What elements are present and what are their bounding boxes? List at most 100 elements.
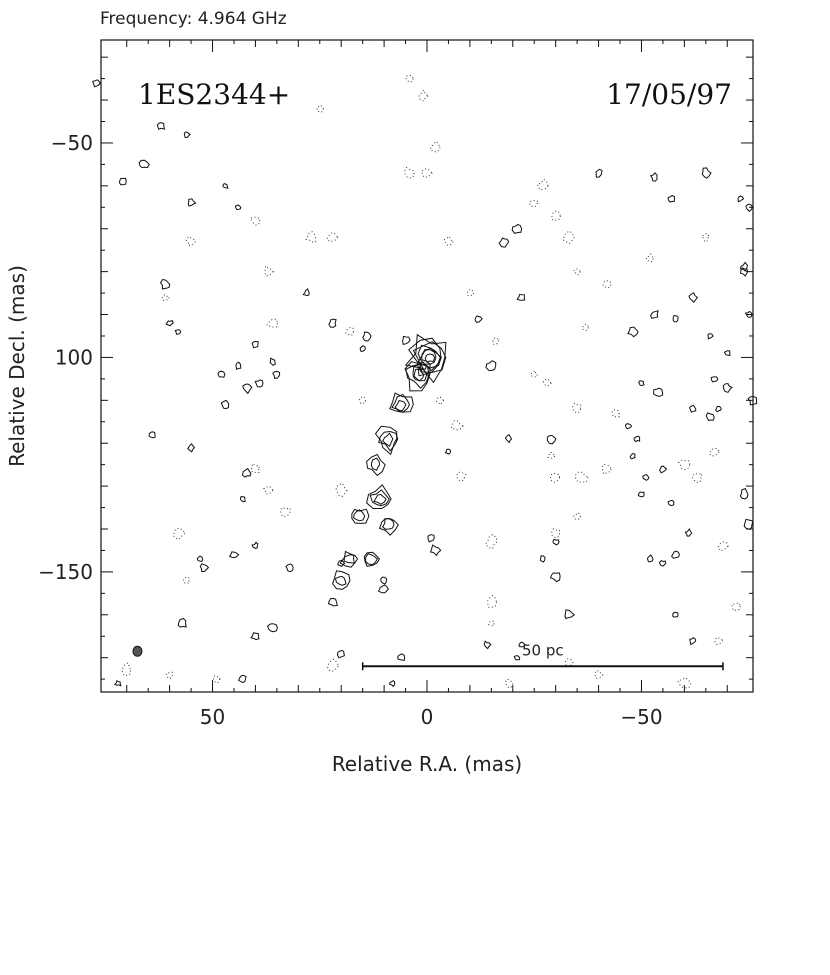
negative-contour xyxy=(456,471,467,482)
jet-contour xyxy=(327,598,338,607)
noise-contour xyxy=(118,177,127,186)
noise-contour xyxy=(518,641,526,648)
negative-contour xyxy=(551,210,561,221)
negative-contour xyxy=(551,528,561,539)
noise-contours xyxy=(92,79,758,688)
noise-contour xyxy=(740,267,749,277)
negative-contours xyxy=(121,74,741,689)
noise-contour xyxy=(444,448,452,455)
y-axis-label: Relative Decl. (mas) xyxy=(5,265,29,467)
jet-contour xyxy=(370,457,381,471)
negative-contour xyxy=(316,104,324,113)
noise-contour xyxy=(177,617,187,628)
jet-contour xyxy=(365,553,379,566)
noise-contour xyxy=(254,379,264,388)
negative-contour xyxy=(731,602,741,612)
negative-contour xyxy=(172,527,186,540)
jet-contour xyxy=(374,425,398,456)
negative-contour xyxy=(212,675,221,684)
noise-contour xyxy=(483,640,492,650)
noise-contour xyxy=(159,278,171,290)
noise-contour xyxy=(633,435,641,443)
negative-contour xyxy=(161,294,170,302)
noise-contour xyxy=(187,443,196,453)
negative-contour xyxy=(717,541,729,552)
noise-contour xyxy=(504,433,513,444)
negative-contour xyxy=(571,402,583,414)
jet-contour xyxy=(412,341,447,374)
noise-contour xyxy=(234,204,242,211)
noise-contour xyxy=(714,405,722,413)
noise-contour xyxy=(241,467,252,478)
negative-contour xyxy=(185,236,196,247)
negative-contour xyxy=(305,231,317,243)
negative-contour xyxy=(420,168,434,178)
noise-contour xyxy=(251,340,259,349)
noise-contour xyxy=(402,335,411,346)
jet-contour xyxy=(421,349,437,365)
noise-contour xyxy=(723,350,731,356)
noise-contour xyxy=(737,195,745,203)
noise-contour xyxy=(362,331,372,342)
noise-contour xyxy=(539,555,546,563)
noise-contour xyxy=(251,541,259,550)
negative-contour xyxy=(549,472,561,483)
negative-contour xyxy=(611,409,620,418)
noise-contour xyxy=(739,487,749,500)
negative-contour xyxy=(429,140,441,153)
scale-bar xyxy=(361,662,724,671)
noise-contour xyxy=(397,653,406,661)
jet-contour xyxy=(373,493,387,505)
negative-contour xyxy=(530,369,538,378)
noise-contour xyxy=(710,376,719,383)
noise-contour xyxy=(672,314,679,323)
noise-contour xyxy=(629,452,636,460)
noise-contour xyxy=(389,680,396,688)
negative-contour xyxy=(536,178,549,191)
noise-contour xyxy=(659,465,668,474)
negative-contour xyxy=(487,594,498,608)
noise-contour xyxy=(228,551,240,559)
jet-contour xyxy=(412,362,428,382)
axis-ticks xyxy=(101,40,753,692)
noise-contour xyxy=(689,404,697,413)
negative-contour xyxy=(358,395,366,404)
negative-contour xyxy=(435,396,445,406)
jet-contour xyxy=(413,368,425,382)
noise-contour xyxy=(156,122,166,130)
x-tick-label: −50 xyxy=(620,705,662,729)
negative-contour xyxy=(581,323,589,331)
negative-contour xyxy=(165,671,173,679)
noise-contour xyxy=(516,293,526,301)
negative-contour xyxy=(601,463,612,476)
jet-contour xyxy=(378,517,399,536)
noise-contour xyxy=(739,261,748,272)
negative-contour xyxy=(691,472,703,484)
noise-contour xyxy=(689,636,697,646)
jet-contour xyxy=(332,570,351,590)
y-tick-label: 100 xyxy=(55,345,93,369)
noise-contour xyxy=(359,345,366,352)
negative-contour xyxy=(645,253,654,263)
jet-contour xyxy=(405,363,430,389)
negative-contour xyxy=(542,378,553,387)
noise-contour xyxy=(667,499,675,507)
noise-contour xyxy=(511,223,523,234)
jet-contour xyxy=(417,347,442,369)
jet-contour xyxy=(352,509,366,522)
noise-contour xyxy=(667,194,676,203)
negative-contour xyxy=(264,264,274,277)
noise-contour xyxy=(688,292,699,303)
noise-contour xyxy=(222,183,229,189)
negative-contour xyxy=(249,216,261,226)
noise-contour xyxy=(235,361,242,371)
jet-contour xyxy=(339,550,359,568)
jet-contour xyxy=(382,432,394,447)
noise-contour xyxy=(498,237,510,248)
negative-contour xyxy=(701,232,710,243)
noise-contour xyxy=(624,423,633,430)
jet-contour xyxy=(366,484,392,509)
noise-contour xyxy=(113,680,122,687)
